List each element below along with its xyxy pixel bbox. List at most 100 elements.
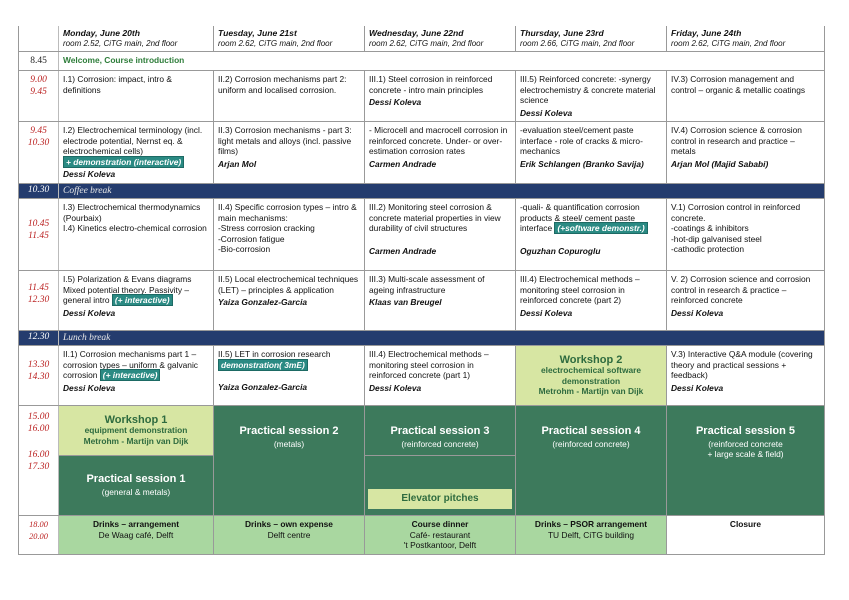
day-name: Friday, June 24th xyxy=(671,28,742,38)
day-name: Wednesday, June 22nd xyxy=(369,28,464,38)
room-info: room 2.52, CiTG main, 2nd floor xyxy=(63,38,178,48)
time-cell: 10.30 xyxy=(18,183,59,199)
room-info: room 2.66, CiTG main, 2nd floor xyxy=(520,38,635,48)
session-cell: III.4) Electrochemical methods – monitor… xyxy=(515,270,667,331)
session-cell: V. 2) Corrosion science and corrosion co… xyxy=(666,270,825,331)
speaker: Carmen Andrade xyxy=(369,245,437,256)
day-name: Tuesday, June 21st xyxy=(218,28,297,38)
speaker: Dessi Koleva xyxy=(63,307,116,318)
software-demo-tag: (+software demonstr.) xyxy=(554,222,648,234)
session-cell: III.2) Monitoring steel corrosion & conc… xyxy=(364,198,516,271)
session-cell: I.1) Corrosion: impact, intro & definiti… xyxy=(58,70,214,122)
speaker: Yaiza Gonzalez-Garcia xyxy=(218,382,308,392)
elevator-pitches: Elevator pitches xyxy=(368,488,512,509)
room-info: room 2.62, CiTG main, 2nd floor xyxy=(671,38,786,48)
speaker: Dessi Koleva xyxy=(63,382,116,393)
workshop-title: Workshop 2 xyxy=(559,353,623,366)
elevator-pitches-container: Elevator pitches xyxy=(364,455,516,516)
session-cell: I.3) Electrochemical thermodynamics (Pou… xyxy=(58,198,214,271)
speaker: Carmen Andrade xyxy=(369,158,437,169)
room-info: room 2.62, CiTG main, 2nd floor xyxy=(369,38,484,48)
session-cell: V.3) Interactive Q&A module (covering th… xyxy=(666,345,825,406)
session-cell: II.1) Corrosion mechanisms part 1 – corr… xyxy=(58,345,214,406)
session-cell: III.4) Electrochemical methods – monitor… xyxy=(364,345,516,406)
time-cell: 12.30 xyxy=(18,330,59,346)
day-name: Thursday, June 23rd xyxy=(520,28,604,38)
speaker: Dessi Koleva xyxy=(520,107,573,118)
session-cell: IV.4) Corrosion science & corrosion cont… xyxy=(666,121,825,184)
session-cell: -evaluation steel/cement paste interface… xyxy=(515,121,667,184)
room-info: room 2.62, CiTG main, 2nd floor xyxy=(218,38,333,48)
afternoon-row-2: Practical session 1(general & metals) El… xyxy=(19,455,825,516)
workshop-title: Workshop 1 xyxy=(104,413,168,426)
interactive-tag: (+ interactive) xyxy=(99,369,161,381)
speaker: Klaas van Breugel xyxy=(369,297,442,307)
practical-session-5: Practical session 5(reinforced concrete+… xyxy=(666,405,825,516)
speaker: Oguzhan Copuroglu xyxy=(520,245,601,256)
session-cell: II.3) Corrosion mechanisms - part 3: lig… xyxy=(213,121,365,184)
practical-session-3: Practical session 3(reinforced concrete) xyxy=(364,405,516,456)
practical-session-4: Practical session 4(reinforced concrete) xyxy=(515,405,667,516)
session-cell: I.2) Electrochemical terminology (incl. … xyxy=(58,121,214,184)
speaker: Dessi Koleva xyxy=(520,307,573,318)
coffee-break-row: 10.30 Coffee break xyxy=(18,183,825,199)
header-time-cell xyxy=(18,26,59,52)
session-cell: I.5) Polarization & Evans diagrams Mixed… xyxy=(58,270,214,331)
speaker: Erik Schlangen (Branko Savija) xyxy=(520,158,644,169)
session-cell: II.2) Corrosion mechanisms part 2: unifo… xyxy=(213,70,365,122)
speaker: Dessi Koleva xyxy=(671,382,724,393)
break-cell: Lunch break xyxy=(58,330,825,346)
session-cell: IV.3) Corrosion management and control –… xyxy=(666,70,825,122)
speaker: Dessi Koleva xyxy=(63,169,116,179)
speaker: Dessi Koleva xyxy=(369,382,422,393)
lunch-break-row: 12.30 Lunch break xyxy=(18,330,825,346)
speaker: Arjan Mol (Majid Sababi) xyxy=(671,158,769,169)
session-cell: - Microcell and macrocell corrosion in r… xyxy=(364,121,516,184)
closure-cell: Closure xyxy=(666,515,825,555)
session-cell: III.3) Multi-scale assessment of ageing … xyxy=(364,270,516,331)
session-cell: V.1) Corrosion control in reinforced con… xyxy=(666,198,825,271)
session-cell: -quali- & quantification corrosion produ… xyxy=(515,198,667,271)
day-name: Monday, June 20th xyxy=(63,28,141,38)
welcome-row: 8.45 Welcome, Course introduction xyxy=(18,51,825,71)
speaker: Yaiza Gonzalez-Garcia xyxy=(218,297,308,307)
practical-session-2: Practical session 2(metals) xyxy=(213,405,365,516)
session-cell: III.1) Steel corrosion in reinforced con… xyxy=(364,70,516,122)
speaker: Dessi Koleva xyxy=(671,307,724,318)
speaker: Dessi Koleva xyxy=(369,97,422,107)
session-cell: II.4) Specific corrosion types – intro &… xyxy=(213,198,365,271)
interactive-tag: (+ interactive) xyxy=(111,294,173,306)
practical-session-1: Practical session 1(general & metals) xyxy=(58,455,214,516)
welcome-cell: Welcome, Course introduction xyxy=(58,51,825,71)
speaker: Arjan Mol xyxy=(218,158,257,169)
time-cell: 8.45 xyxy=(18,51,59,71)
